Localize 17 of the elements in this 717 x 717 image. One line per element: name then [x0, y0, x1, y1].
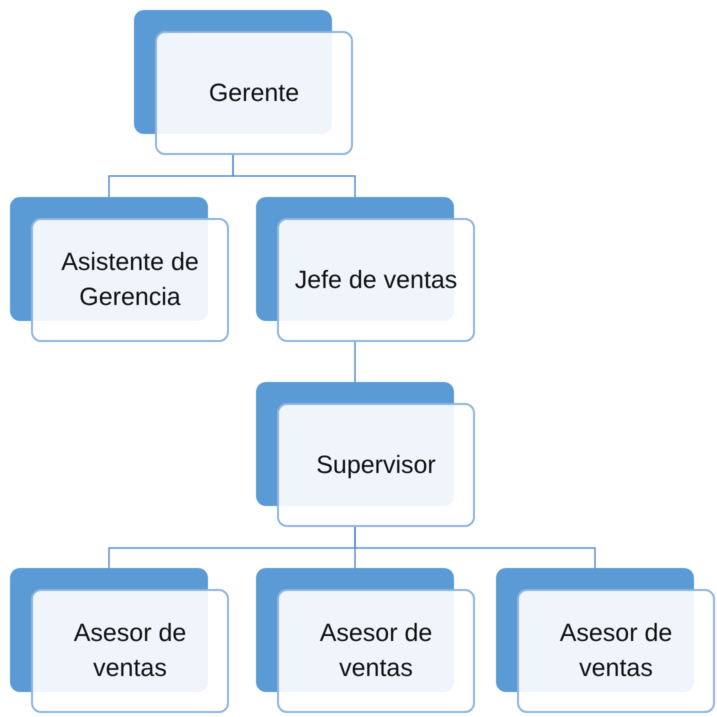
position-box — [496, 568, 715, 713]
position-title: Asesor de ventas — [558, 618, 674, 684]
position-box — [256, 382, 475, 527]
position-title: Asesor de ventas — [72, 618, 188, 684]
position-box — [134, 10, 353, 155]
position-box — [10, 568, 229, 713]
position-title: Gerente — [208, 78, 300, 108]
position-title: Asistente de Gerencia — [60, 247, 200, 313]
position-title: Supervisor — [316, 450, 436, 480]
position-box — [256, 568, 475, 713]
connector-line — [354, 527, 596, 568]
position-box — [256, 197, 475, 342]
connector-line — [354, 342, 356, 382]
position-title: Jefe de ventas — [294, 264, 458, 296]
connector-line — [232, 155, 356, 197]
position-title: Asesor de ventas — [318, 618, 434, 684]
position-box — [10, 197, 229, 342]
